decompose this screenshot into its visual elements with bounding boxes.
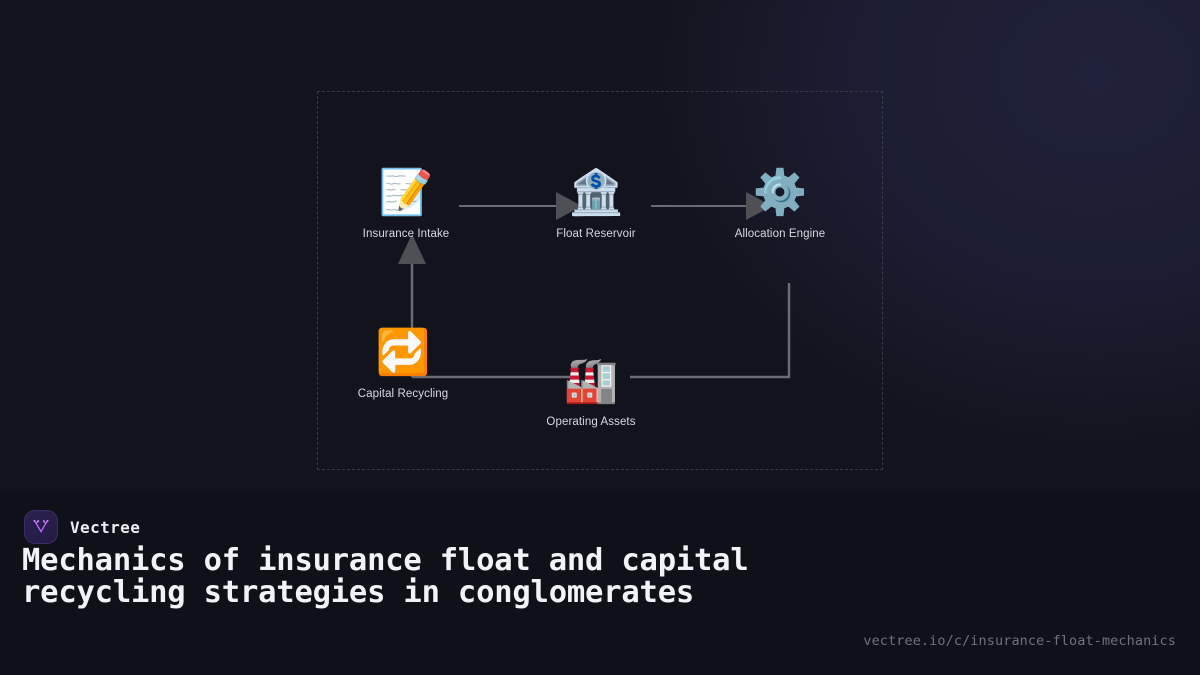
factory-icon: 🏭 — [563, 356, 619, 405]
memo-icon: 📝 — [378, 168, 434, 217]
node-label: Operating Assets — [546, 416, 636, 428]
edge-engine-to-operating-assets — [630, 283, 791, 379]
vectree-logo-icon — [24, 510, 58, 544]
brand[interactable]: Vectree — [24, 510, 140, 544]
arrowhead-intake-to-reservoir — [556, 192, 582, 220]
site-url: vectree.io/c/insurance-float-mechanics — [863, 633, 1176, 649]
gear-icon: ⚙️ — [752, 168, 808, 217]
bank-icon: 🏦 — [568, 168, 624, 217]
diagram-frame — [317, 91, 883, 470]
node-label: Capital Recycling — [357, 388, 449, 400]
arrowhead-recycling-to-intake — [398, 234, 426, 264]
node-capital-recycling[interactable]: 🔁 Capital Recycling — [333, 328, 473, 400]
node-label: Insurance Intake — [362, 228, 450, 240]
brand-name: Vectree — [70, 517, 141, 537]
node-float-reservoir[interactable]: 🏦 Float Reservoir — [526, 168, 666, 240]
page-title: Mechanics of insurance float and capital… — [22, 543, 749, 610]
node-insurance-intake[interactable]: 📝 Insurance Intake — [336, 168, 476, 240]
node-allocation-engine[interactable]: ⚙️ Allocation Engine — [710, 168, 850, 240]
diagram-canvas: 📝 Insurance Intake 🏦 Float Reservoir ⚙️ … — [317, 91, 883, 470]
footer-bar: Vectree Mechanics of insurance float and… — [0, 492, 1200, 675]
arrowhead-reservoir-to-engine — [746, 192, 772, 220]
recycle-swap-icon: 🔁 — [375, 328, 431, 377]
node-label: Float Reservoir — [556, 228, 636, 240]
node-operating-assets[interactable]: 🏭 Operating Assets — [521, 356, 661, 428]
node-label: Allocation Engine — [734, 228, 826, 240]
vectree-glyph-icon — [33, 519, 49, 533]
diagram-edges — [398, 192, 791, 379]
